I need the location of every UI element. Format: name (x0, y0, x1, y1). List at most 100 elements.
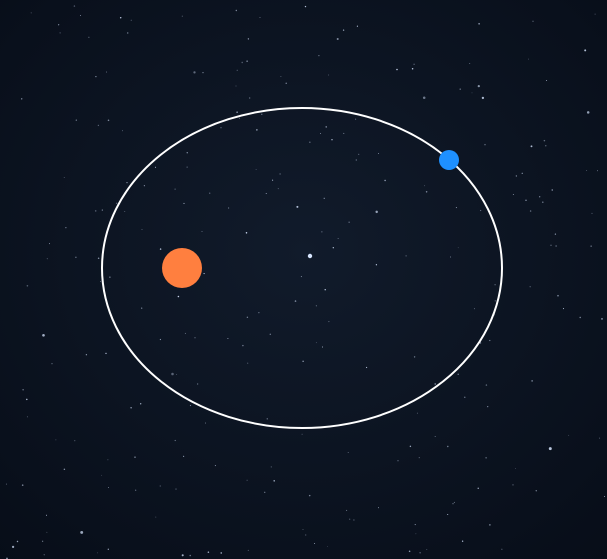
background-star (189, 404, 192, 407)
background-star (43, 554, 45, 556)
background-star (124, 211, 126, 212)
background-star (323, 197, 325, 199)
background-star (209, 192, 211, 194)
background-star (246, 316, 249, 318)
background-star (176, 373, 178, 375)
background-star (343, 132, 345, 134)
background-star (184, 332, 186, 334)
background-star (409, 445, 412, 448)
background-star (469, 62, 471, 65)
background-star (302, 529, 304, 530)
background-star (484, 143, 486, 146)
background-star (480, 342, 482, 344)
background-star (579, 316, 581, 319)
background-star (85, 354, 88, 356)
background-star (331, 138, 333, 141)
background-star (197, 383, 199, 385)
background-star (515, 467, 516, 469)
background-star (26, 285, 29, 287)
background-star (413, 63, 415, 65)
background-star (447, 445, 449, 448)
background-star (487, 406, 489, 408)
background-star (521, 172, 523, 174)
background-star (464, 396, 466, 398)
background-star (109, 276, 111, 278)
background-star (265, 193, 267, 195)
background-star (457, 247, 459, 249)
background-star (269, 333, 271, 335)
background-star (16, 540, 19, 543)
background-star (529, 286, 531, 288)
background-star (477, 487, 479, 489)
background-star (551, 189, 553, 191)
background-star (134, 456, 136, 458)
background-star (301, 433, 303, 435)
background-star (214, 465, 216, 467)
background-star (397, 460, 399, 462)
background-star (319, 132, 322, 135)
background-star (353, 519, 355, 521)
background-star (535, 490, 537, 492)
background-star (590, 245, 592, 247)
background-star (358, 153, 360, 156)
background-star (485, 384, 488, 386)
background-star (79, 15, 81, 16)
background-star (337, 238, 339, 240)
background-star (366, 366, 368, 369)
background-star (568, 434, 570, 436)
background-star (336, 37, 339, 41)
background-star (203, 273, 205, 275)
background-star (246, 479, 248, 481)
background-star (384, 179, 386, 182)
background-star (238, 117, 241, 119)
background-star (227, 337, 229, 340)
background-star (94, 210, 97, 212)
background-star (270, 466, 272, 468)
background-star (115, 202, 118, 204)
background-star (247, 362, 249, 364)
background-star (135, 489, 137, 491)
background-star (461, 540, 464, 542)
background-star (375, 210, 378, 214)
background-star (22, 389, 24, 391)
background-star (65, 227, 67, 229)
background-star (413, 356, 416, 358)
background-star (434, 383, 436, 385)
background-star (542, 201, 544, 203)
background-star (194, 337, 196, 339)
background-star (318, 54, 320, 57)
background-star (101, 474, 103, 476)
background-star (586, 170, 588, 171)
background-star (396, 68, 398, 71)
background-star (478, 23, 480, 25)
background-star (554, 233, 557, 235)
background-star (515, 175, 517, 177)
background-star (46, 514, 47, 516)
background-star (5, 483, 7, 485)
background-star (261, 113, 263, 115)
background-star (42, 333, 45, 337)
background-star (530, 145, 533, 148)
background-star (531, 380, 533, 382)
background-star (249, 97, 251, 99)
background-star (186, 166, 188, 168)
background-star (419, 552, 421, 554)
background-star (183, 455, 185, 457)
background-star (594, 13, 596, 15)
background-star (107, 119, 110, 122)
background-star (422, 96, 426, 99)
background-star (107, 459, 109, 461)
background-star (591, 212, 593, 214)
background-star (414, 524, 416, 526)
background-star (346, 509, 348, 511)
background-star (246, 60, 248, 62)
background-star (181, 15, 183, 17)
background-star (300, 276, 302, 278)
background-star (63, 177, 65, 178)
background-star (539, 196, 541, 198)
background-star (171, 372, 174, 376)
background-star (459, 88, 461, 90)
background-star (489, 524, 491, 526)
background-star (106, 71, 107, 73)
